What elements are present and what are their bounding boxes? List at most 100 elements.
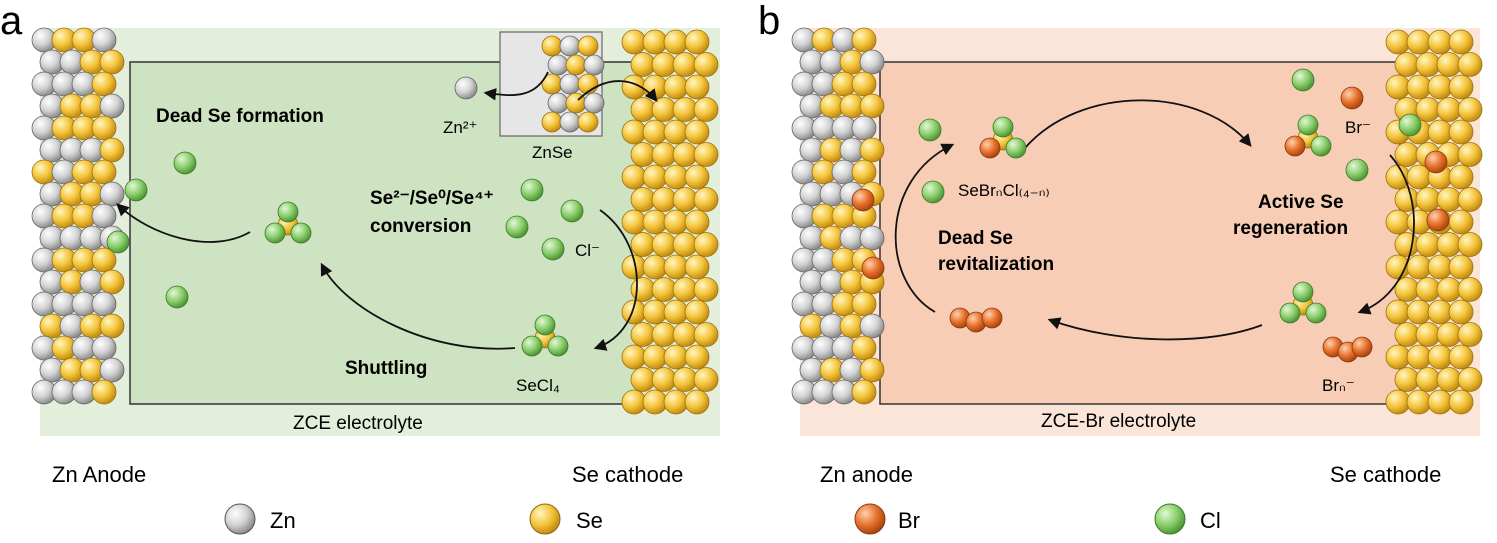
- se-atom: [1436, 277, 1462, 302]
- se-atom: [1457, 187, 1483, 212]
- cl-atom: [173, 151, 197, 175]
- se-atom: [1385, 74, 1411, 100]
- arrow-shuttling: [320, 262, 516, 350]
- cl-atom: [165, 285, 189, 309]
- se-atom: [630, 52, 656, 77]
- se-atom: [630, 232, 656, 257]
- se-atom: [1415, 97, 1441, 122]
- znse-inset: [499, 31, 605, 137]
- se-atom: [630, 187, 656, 212]
- se-atom: [1448, 254, 1474, 280]
- se-atom: [621, 209, 647, 235]
- legend-item-zn: Zn: [224, 503, 296, 535]
- se-atom: [642, 389, 668, 415]
- se-atom: [693, 232, 719, 257]
- dead-se-label-line2: revitalization: [938, 254, 1054, 275]
- zn-atom: [91, 203, 117, 229]
- se-atom: [851, 291, 877, 317]
- se-atom: [1457, 232, 1483, 257]
- se-atom: [1457, 367, 1483, 392]
- dead-se-formation-label: Dead Se formation: [156, 106, 324, 127]
- se-atom: [1415, 322, 1441, 347]
- arrow-shuttle-down: [593, 209, 638, 351]
- br-atom: [1424, 150, 1448, 174]
- se-atom: [1415, 367, 1441, 392]
- se-atom: [1427, 389, 1453, 415]
- zn-atom: [859, 49, 885, 75]
- se-atom: [693, 367, 719, 392]
- br-atom: [1426, 208, 1450, 232]
- legend-item-se: Se: [529, 503, 603, 535]
- se-atom: [672, 97, 698, 122]
- se-atom: [1394, 142, 1420, 167]
- se-atom: [630, 367, 656, 392]
- secl4-label: SeCl₄: [516, 376, 560, 395]
- se-atom: [91, 115, 117, 141]
- zn-atom: [454, 76, 478, 100]
- se-atom: [663, 119, 689, 145]
- anode-a-label: Zn Anode: [52, 462, 146, 487]
- se-atom: [859, 137, 885, 163]
- se-cathode-b: [1385, 29, 1483, 415]
- se-atom: [630, 277, 656, 302]
- cl-atom: [1398, 113, 1422, 137]
- se-atom: [651, 277, 677, 302]
- se-atom: [99, 269, 125, 295]
- se-atom: [851, 71, 877, 97]
- zn-atom: [559, 73, 581, 95]
- br-atom: [981, 307, 1003, 329]
- cl-atom: [1310, 135, 1332, 157]
- active-se-label-line2: regeneration: [1233, 218, 1348, 239]
- se-atom: [565, 54, 587, 76]
- legend: Zn Se Br Cl: [224, 503, 1221, 535]
- cl-atom: [534, 314, 556, 336]
- se-atom: [693, 97, 719, 122]
- se-atom: [1448, 389, 1474, 415]
- cl-atom: [1292, 281, 1314, 303]
- cl-atom: [521, 335, 543, 357]
- arrow-dead-se-revitalization: [894, 143, 955, 313]
- se-atom: [651, 97, 677, 122]
- se-atom: [1415, 52, 1441, 77]
- se-atom: [1448, 209, 1474, 235]
- se-atom: [1427, 29, 1453, 55]
- se-atom: [672, 52, 698, 77]
- zn-atom: [91, 291, 117, 317]
- br-atom: [1351, 336, 1373, 358]
- brn-ion-label: Brₙ⁻: [1322, 376, 1355, 395]
- br-atom: [861, 256, 885, 280]
- cl-atom: [547, 335, 569, 357]
- se-atom: [672, 277, 698, 302]
- se-atom: [684, 164, 710, 190]
- zn-atom: [559, 111, 581, 133]
- br-atom: [1284, 135, 1306, 157]
- se-atom: [651, 322, 677, 347]
- se-atom: [1448, 299, 1474, 325]
- arrow-dead-se: [116, 203, 251, 243]
- se-atom: [684, 254, 710, 280]
- se-atom: [651, 142, 677, 167]
- se-legend-icon: [529, 503, 561, 535]
- se-atom: [651, 52, 677, 77]
- zn-anode-a: [31, 27, 125, 405]
- se-atom: [663, 29, 689, 55]
- cl-atom: [1279, 302, 1301, 324]
- legend-zn-label: Zn: [270, 508, 296, 533]
- se-atom: [1427, 74, 1453, 100]
- se-atom: [672, 187, 698, 212]
- se-atom: [1385, 299, 1411, 325]
- se-atom: [99, 313, 125, 339]
- se-atom: [663, 344, 689, 370]
- panel-a: a Dead Se formation Se²⁻/Se⁰/Se⁴⁺ conver…: [0, 0, 720, 487]
- se-atom: [651, 367, 677, 392]
- se-atom: [651, 232, 677, 257]
- cl-atom: [290, 222, 312, 244]
- se-atom: [642, 74, 668, 100]
- zn-atom: [559, 35, 581, 57]
- panel-b-letter: b: [758, 0, 780, 43]
- se-atom: [1448, 74, 1474, 100]
- se-atom: [1394, 322, 1420, 347]
- shuttling-label: Shuttling: [345, 358, 427, 379]
- se-atom: [1448, 164, 1474, 190]
